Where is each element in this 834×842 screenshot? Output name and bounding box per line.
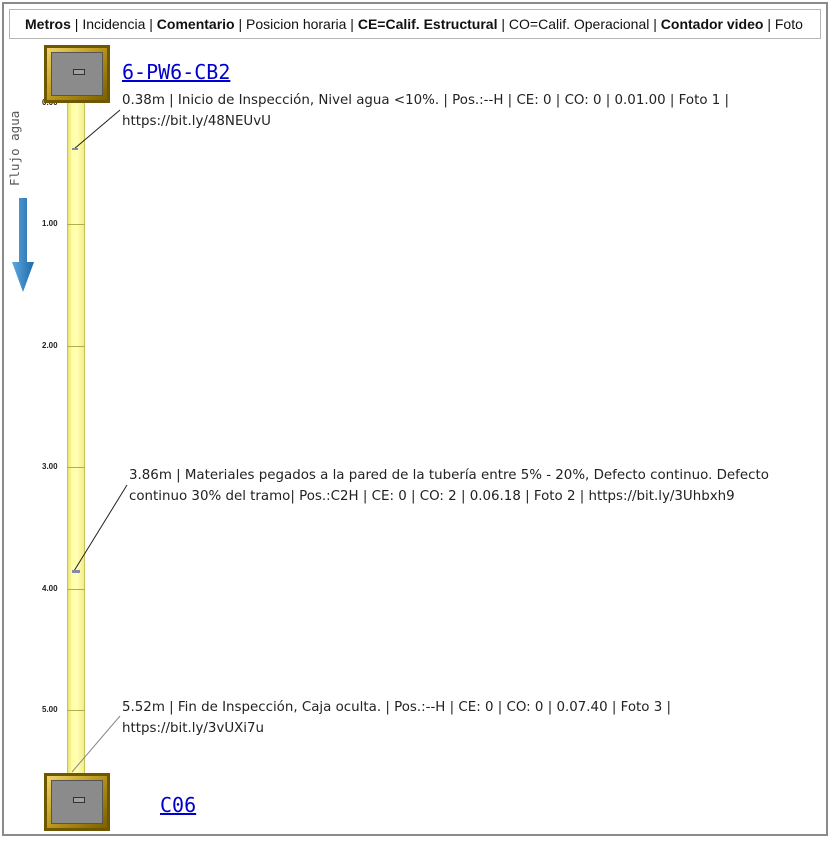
legend-bar: Metros | Incidencia | Comentario | Posic… — [9, 9, 821, 39]
observation-text: 0.38m | Inicio de Inspección, Nivel agua… — [122, 93, 730, 129]
manhole-slot-icon — [73, 797, 85, 803]
legend-comentario: Comentario — [156, 16, 235, 32]
manhole-cover — [51, 52, 103, 96]
leader-line — [71, 715, 121, 773]
start-manhole-link[interactable]: 6-PW6-CB2 — [122, 60, 231, 84]
legend-separator: | — [145, 16, 157, 32]
legend-posicion-horaria: Posicion horaria — [246, 16, 347, 32]
legend-ce: CE=Calif. Estructural — [357, 16, 498, 32]
legend-separator: | — [234, 16, 247, 32]
tick-line — [67, 710, 85, 711]
legend-metros: Metros — [25, 16, 71, 32]
legend-separator: | — [346, 16, 358, 32]
tick-line — [67, 467, 85, 468]
tick-line — [67, 224, 85, 225]
tick-line — [67, 346, 85, 347]
manhole-end[interactable] — [44, 773, 110, 831]
observation-marker — [72, 148, 78, 150]
observation-text: 3.86m | Materiales pegados a la pared de… — [129, 468, 769, 504]
tick-label: 1.00 — [42, 219, 58, 228]
manhole-start[interactable] — [44, 45, 110, 103]
leader-line — [73, 484, 128, 572]
tick-label: 5.00 — [42, 705, 58, 714]
observation-marker — [72, 570, 80, 573]
tick-line — [67, 589, 85, 590]
tick-label: 3.00 — [42, 462, 58, 471]
legend-separator: | — [497, 16, 509, 32]
legend-co: CO=Calif. Operacional — [508, 16, 650, 32]
leader-line — [73, 109, 121, 150]
tick-label: 4.00 — [42, 584, 58, 593]
legend-foto: Foto — [774, 16, 803, 32]
pipe-segment — [67, 103, 85, 773]
legend-separator: | — [649, 16, 661, 32]
legend-separator: | — [763, 16, 775, 32]
legend-incidencia: Incidencia — [82, 16, 146, 32]
manhole-slot-icon — [73, 69, 85, 75]
legend-contador-video: Contador video — [660, 16, 764, 32]
observation-text: 5.52m | Fin de Inspección, Caja oculta. … — [122, 700, 672, 736]
tick-label: 2.00 — [42, 341, 58, 350]
end-manhole-link[interactable]: C06 — [160, 793, 197, 817]
legend-separator: | — [70, 16, 83, 32]
flow-arrow-icon — [12, 198, 34, 292]
